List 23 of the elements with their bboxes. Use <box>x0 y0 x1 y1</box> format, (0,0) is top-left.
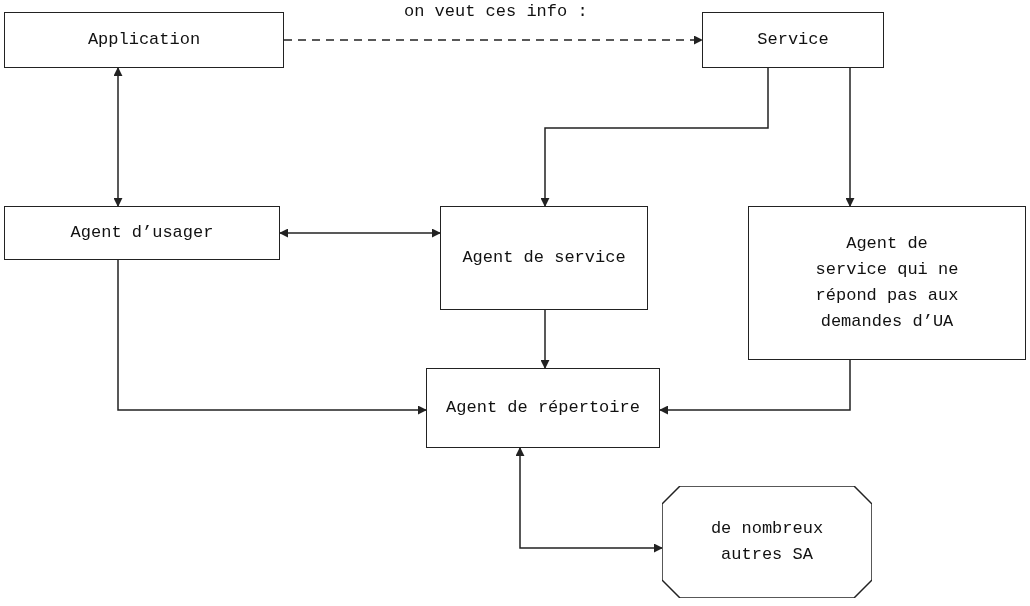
node-label: Agent de répertoire <box>446 397 640 419</box>
node-label: Application <box>87 29 201 51</box>
process-box <box>4 206 280 260</box>
process-box <box>440 206 648 310</box>
arrow <box>540 309 550 369</box>
node-label: Agent de service <box>462 247 626 269</box>
node-label: Agent de service qui ne répond pas aux demandes d’UA <box>814 233 960 333</box>
process-box <box>426 368 660 448</box>
process-box <box>702 12 884 68</box>
arrow <box>659 359 851 415</box>
arrow <box>540 67 769 207</box>
node-label: Agent d’usager <box>70 222 214 244</box>
process-box <box>748 206 1026 360</box>
arrow <box>117 259 427 415</box>
arrow <box>113 67 123 207</box>
arrow <box>283 35 703 45</box>
arrow <box>845 67 855 207</box>
node-label: de nombreux autres SA <box>709 518 825 566</box>
octagon-shape <box>662 486 872 598</box>
node-label: Service <box>757 29 829 51</box>
arrow <box>279 228 441 238</box>
process-box <box>4 12 284 68</box>
arrow <box>515 447 663 553</box>
